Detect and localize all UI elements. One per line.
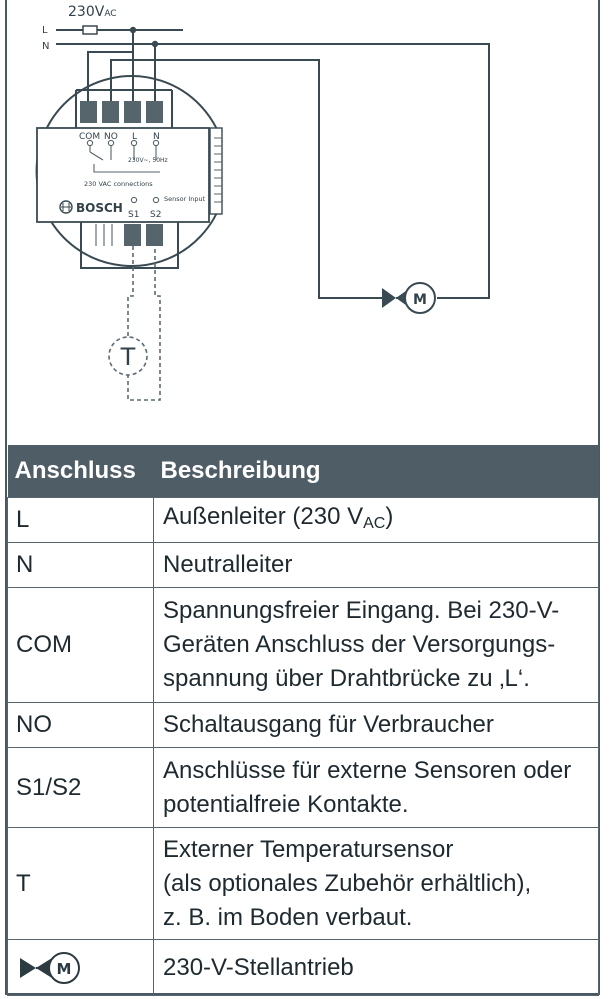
column-header-beschreibung: Beschreibung xyxy=(153,445,599,498)
bosch-logo-icon xyxy=(59,200,73,214)
terminal-no-block xyxy=(102,101,119,123)
temperature-sensor-icon xyxy=(108,336,148,376)
terminal-s1-block xyxy=(124,224,141,246)
terminal-com-block xyxy=(80,101,97,123)
table-row: N Neutralleiter xyxy=(7,542,599,588)
actuator-symbol-icon: M xyxy=(20,951,80,984)
actuator-motor-icon xyxy=(404,282,436,314)
com-bridge-wire xyxy=(87,51,133,101)
description-cell: 230-V-Stellantrieb xyxy=(153,939,599,996)
terminal-table: Anschluss Beschreibung L Außenleiter (23… xyxy=(7,445,599,996)
connections-label: 230 VAC connections xyxy=(84,180,153,188)
actuator-symbol-letter: M xyxy=(57,960,72,978)
terminal-cell: COM xyxy=(7,587,154,703)
line-l-label: L xyxy=(42,25,48,36)
sensor-wire-s1 xyxy=(127,246,161,401)
wiring-diagram: 230VAC L N COM NO L N 230V~, 50Hz 230 VA… xyxy=(35,4,490,401)
supply-spec-label: 230V~, 50Hz xyxy=(128,157,168,164)
table-row: M 230-V-Stellantrieb xyxy=(7,939,599,996)
terminal-s2-label: S2 xyxy=(150,210,161,220)
table-row: COM Spannungsfreier Eingang. Bei 230-V-G… xyxy=(7,587,599,703)
terminal-cell: N xyxy=(7,542,154,588)
fuse xyxy=(82,25,98,35)
motor-symbol: M xyxy=(413,292,427,308)
table-row: L Außenleiter (230 VAC) xyxy=(7,497,599,543)
n-wire xyxy=(56,43,490,299)
description-cell: Schaltausgang für Verbraucher xyxy=(153,702,599,748)
table-header-row: Anschluss Beschreibung xyxy=(7,445,599,498)
relay-contacts xyxy=(89,144,160,173)
s2-contact-dot xyxy=(152,196,160,204)
device-inner-panel xyxy=(36,127,210,223)
terminal-cell: NO xyxy=(7,702,154,748)
n-contact-dot xyxy=(152,139,160,147)
terminal-l-block xyxy=(124,101,141,123)
terminal-s2-block xyxy=(146,224,163,246)
bottom-slots xyxy=(95,224,113,246)
description-cell: Spannungsfreier Eingang. Bei 230-V-Gerät… xyxy=(153,587,599,703)
top-terminal-strip xyxy=(75,89,173,128)
terminal-cell: M xyxy=(7,939,154,996)
no-contact-dot xyxy=(107,139,115,147)
terminal-com-label: COM xyxy=(79,132,100,142)
s1-contact-dot xyxy=(130,196,138,204)
brand-label: BOSCH xyxy=(76,201,123,215)
terminal-cell: T xyxy=(7,827,154,940)
no-output-wire xyxy=(110,59,382,299)
table-row: T Externer Temperatursensor(als optional… xyxy=(7,827,599,940)
l-contact-dot xyxy=(130,139,138,147)
sensor-input-label: Sensor Input xyxy=(164,195,206,203)
terminal-cell: S1/S2 xyxy=(7,747,154,828)
device-bottom-plate xyxy=(80,222,179,269)
table-row: NO Schaltausgang für Verbraucher xyxy=(7,702,599,748)
description-cell: Neutralleiter xyxy=(153,542,599,588)
terminal-s1-label: S1 xyxy=(128,210,139,220)
terminal-l-label: L xyxy=(132,132,137,142)
terminal-n-label: N xyxy=(153,132,160,142)
sensor-symbol: T xyxy=(120,343,136,371)
terminal-cell: L xyxy=(7,497,154,543)
device-notch-ridges xyxy=(214,137,222,203)
supply-label: 230VAC xyxy=(68,4,117,20)
description-cell: Externer Temperatursensor(als optionales… xyxy=(153,827,599,940)
device-notch-right xyxy=(209,127,223,215)
com-contact-dot xyxy=(86,139,94,147)
description-cell: Außenleiter (230 VAC) xyxy=(153,497,599,543)
column-header-anschluss: Anschluss xyxy=(7,445,154,498)
line-n-label: N xyxy=(42,41,49,52)
terminal-no-label: NO xyxy=(104,132,118,142)
table-row: S1/S2 Anschlüsse für externe Sensoren od… xyxy=(7,747,599,828)
terminal-n-block xyxy=(146,101,163,123)
